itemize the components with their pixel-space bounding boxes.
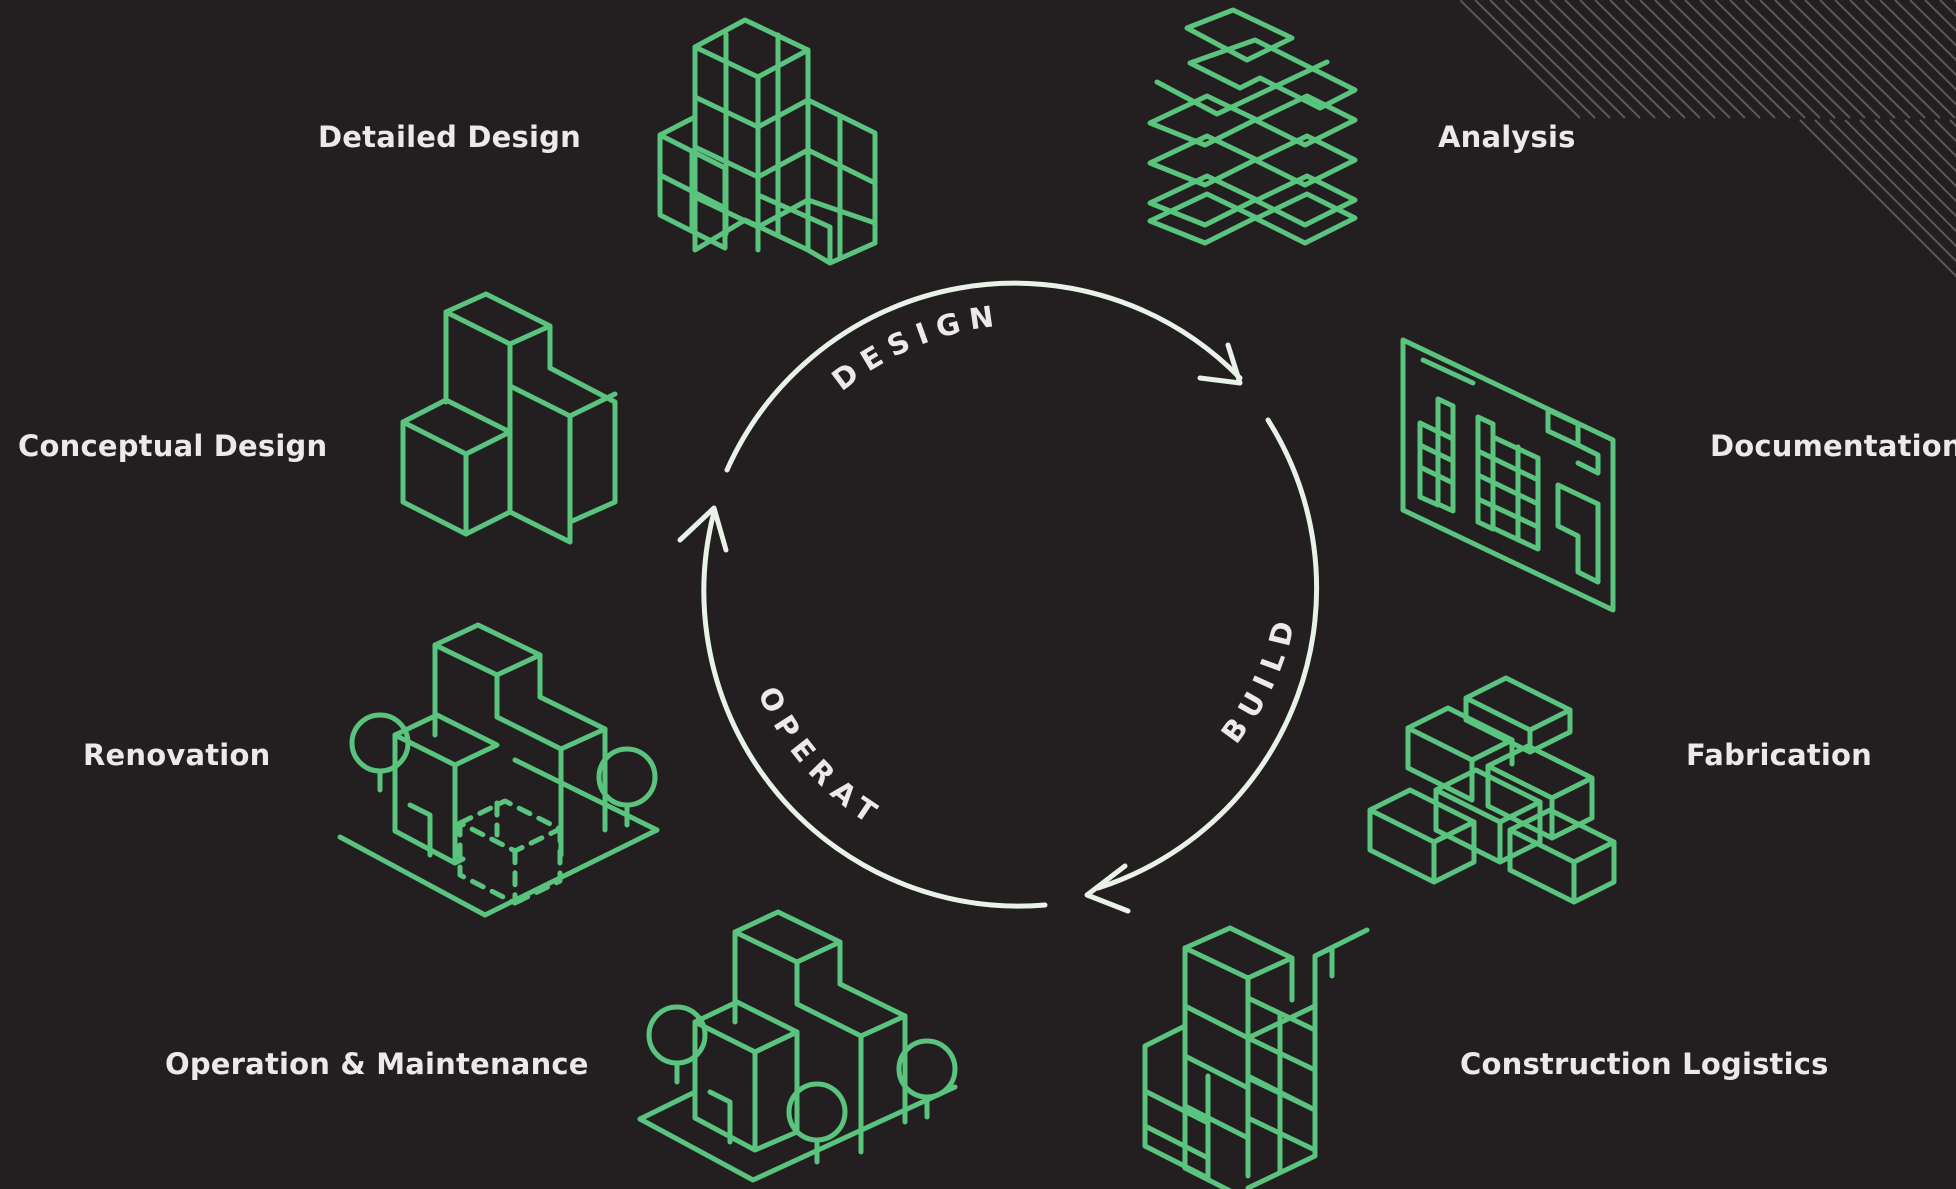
stage-label-operation-maintenance: Operation & Maintenance (165, 1047, 589, 1081)
hatch-line (1844, 119, 1956, 233)
hatch-line (1729, 0, 1851, 119)
hatch-line (1519, 0, 1641, 119)
hatch-line (1594, 0, 1716, 119)
stage-label-construction-logistics: Construction Logistics (1460, 1047, 1829, 1081)
hatch-line (1714, 0, 1836, 119)
hatch-line (1564, 0, 1686, 119)
hatch-line (1874, 119, 1956, 203)
hatch-line (1549, 0, 1671, 119)
crane-structure-icon (1140, 925, 1372, 1189)
cycle-arc-build (1095, 417, 1320, 891)
cycle-arc-design (724, 280, 1243, 473)
stage-label-fabrication: Fabrication (1686, 738, 1873, 772)
hatch-line (1819, 0, 1941, 119)
stage-label-analysis: Analysis (1438, 120, 1576, 154)
hatch-line (1624, 0, 1746, 119)
stage-label-renovation: Renovation (83, 738, 271, 772)
hatch-line (1814, 119, 1956, 263)
hatch-line (1579, 0, 1701, 119)
cycle-arrow-build (1084, 863, 1131, 914)
stacked-cubes-icon (650, 5, 880, 266)
hatch-line (1609, 0, 1731, 119)
hatch-line (1744, 0, 1866, 119)
hatch-line (1474, 0, 1596, 119)
hatch-line (1460, 0, 1581, 119)
hatch-line (1489, 0, 1611, 119)
hatch-line (1864, 0, 1956, 91)
cycle-arc-operate (701, 509, 1048, 909)
hatch-line (1904, 119, 1956, 173)
hatch-line (1699, 0, 1821, 119)
hatch-line (1849, 0, 1956, 106)
hatch-line (1759, 0, 1881, 119)
hatch-line (1504, 0, 1626, 119)
hatch-line (1834, 0, 1956, 119)
renovation-building-icon (335, 622, 661, 927)
cycle-arrow-operate (677, 505, 729, 553)
hatch-line (1909, 0, 1956, 47)
block-massing-icon (398, 291, 624, 552)
hatch-line (1859, 119, 1956, 218)
hatch-line (1799, 119, 1956, 278)
hatch-line (1894, 0, 1956, 62)
hatch-line (1669, 0, 1791, 119)
stage-label-conceptual-design: Conceptual Design (18, 429, 328, 463)
layered-floors-icon (1145, 7, 1365, 266)
hatch-line (1534, 0, 1656, 119)
hatch-line (1789, 0, 1911, 119)
hatch-line (1774, 0, 1896, 119)
phase-label-build: BUILD (1214, 609, 1303, 749)
stage-label-detailed-design: Detailed Design (318, 120, 581, 154)
hatch-line (1924, 0, 1956, 32)
operated-building-icon (635, 909, 967, 1189)
hatch-line (1889, 119, 1956, 188)
prefab-modules-icon (1367, 668, 1620, 905)
hatch-line (1654, 0, 1776, 119)
stage-label-documentation: Documentation (1710, 429, 1956, 463)
hatch-line (1879, 0, 1956, 77)
hatch-line (1804, 0, 1926, 119)
drawing-sheet-icon (1398, 335, 1620, 617)
cycle-arrow-design (1197, 342, 1243, 386)
phase-label-design: DESIGN (825, 298, 1004, 397)
hatch-line (1829, 119, 1956, 248)
hatch-line (1639, 0, 1761, 119)
hatch-line (1684, 0, 1806, 119)
